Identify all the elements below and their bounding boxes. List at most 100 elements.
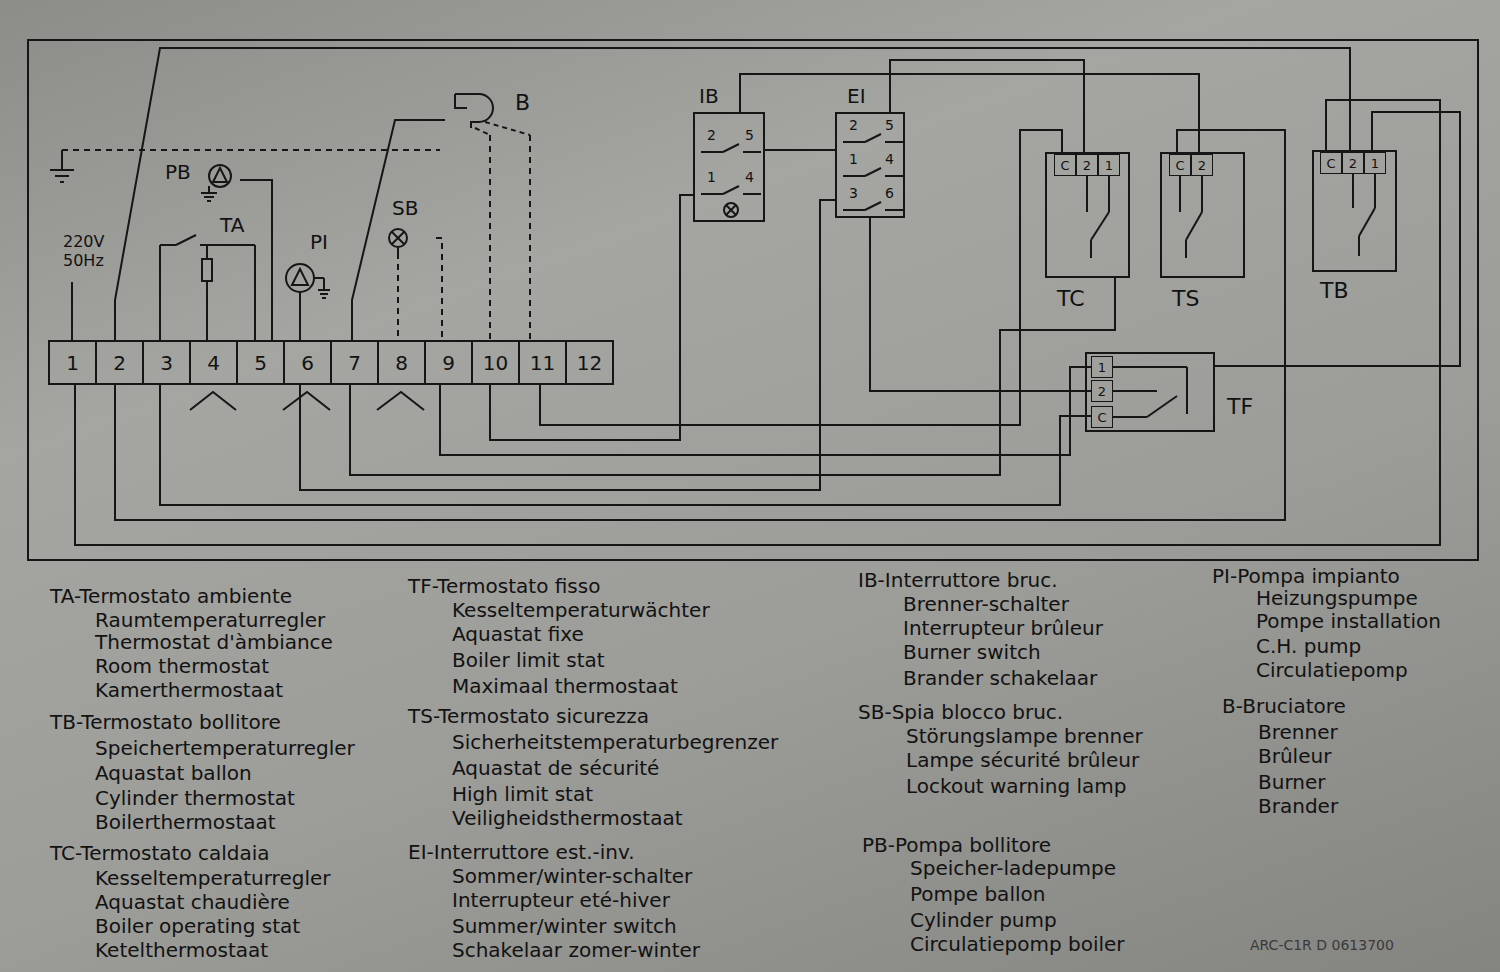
symbol-stroke	[1358, 236, 1360, 256]
terminal-number: 6	[301, 353, 314, 373]
terminal-cell: 6	[283, 340, 332, 385]
component-box: TCC21	[1045, 152, 1130, 278]
symbol-stroke	[206, 281, 208, 320]
symbol-stroke	[318, 289, 330, 291]
wire	[254, 320, 256, 340]
legend-text: Schakelaar zomer-winter	[452, 940, 700, 960]
legend-text: Maximaal thermostaat	[452, 676, 678, 696]
symbol-stroke	[865, 134, 881, 142]
wire	[75, 100, 1440, 545]
symbol-stroke	[701, 151, 723, 153]
wire	[206, 320, 208, 340]
terminal-number: 5	[254, 353, 267, 373]
terminal-pin: 1	[1364, 152, 1386, 174]
legend-text: Speichertemperaturregler	[95, 738, 355, 758]
component-label: EI	[847, 86, 866, 106]
symbol-stroke	[1086, 176, 1088, 212]
legend-text: Aquastat fixe	[452, 624, 584, 644]
symbol-stroke	[202, 259, 212, 281]
symbol-stroke	[726, 205, 736, 215]
legend-text: Cylinder pump	[910, 910, 1057, 930]
component-label: B	[515, 92, 530, 114]
terminal-number: 4	[207, 353, 220, 373]
symbol-stroke	[200, 244, 255, 246]
supply-label: 50Hz	[63, 253, 104, 269]
wire	[115, 48, 1350, 340]
symbol-stroke	[160, 244, 176, 246]
terminal-cell: 10	[471, 340, 520, 385]
terminal-number: 1	[66, 353, 79, 373]
symbol-stroke	[1090, 240, 1092, 258]
component-label: SB	[392, 198, 418, 218]
pin-number: 2	[707, 128, 716, 142]
symbol-stroke	[1186, 212, 1202, 240]
symbol-stroke	[392, 232, 404, 244]
symbol-stroke	[843, 175, 865, 177]
pin-number: 1	[849, 152, 858, 166]
pin-number: 3	[849, 186, 858, 200]
wire	[300, 200, 835, 490]
symbol-stroke	[885, 209, 903, 211]
symbol-stroke	[475, 128, 490, 135]
wire	[490, 195, 693, 440]
symbol-stroke	[885, 175, 903, 177]
legend-text: Burner switch	[903, 642, 1041, 662]
terminal-cell: 9	[424, 340, 473, 385]
legend-text: B-Bruciatore	[1222, 696, 1346, 716]
pin-number: 1	[1105, 159, 1113, 172]
symbol-stroke	[209, 165, 231, 187]
earth-symbol	[50, 150, 74, 182]
wire	[159, 320, 161, 340]
pin-number: C	[1175, 159, 1184, 172]
symbol-stroke	[724, 203, 738, 217]
pin-number: 2	[1098, 385, 1106, 398]
legend-text: Summer/winter switch	[452, 916, 677, 936]
dashed-wire	[436, 238, 442, 340]
symbol-stroke	[201, 192, 217, 194]
pin-number: C	[1097, 411, 1106, 424]
legend-text: C.H. pump	[1256, 636, 1361, 656]
terminal-number: 8	[395, 353, 408, 373]
symbol-stroke	[208, 186, 210, 193]
ground-wire	[62, 149, 440, 151]
pin-number: 2	[1349, 157, 1357, 170]
wire	[870, 218, 1091, 391]
symbol-stroke	[843, 209, 865, 211]
legend-text: Circulatiepomp	[1256, 660, 1408, 680]
pin-number: C	[1060, 159, 1069, 172]
legend-text: TC-Termostato caldaia	[50, 843, 270, 863]
symbol-stroke	[1352, 174, 1354, 208]
legend-text: Pompe installation	[1256, 611, 1441, 631]
component-label: IB	[699, 86, 719, 106]
terminal-number: 11	[530, 353, 555, 373]
plate-frame	[28, 40, 1478, 560]
legend-text: Boiler operating stat	[95, 916, 300, 936]
legend-text: Brenner	[1258, 722, 1338, 742]
dashed-wire	[397, 253, 399, 340]
wire	[240, 180, 272, 340]
pin-number: 2	[849, 118, 858, 132]
terminal-cell: 4	[189, 340, 238, 385]
legend-text: Aquastat de sécurité	[452, 758, 659, 778]
legend-text: Kesseltemperaturregler	[95, 868, 331, 888]
terminal-number: 3	[160, 353, 173, 373]
terminal-number: 7	[348, 353, 361, 373]
legend-text: Interrupteur eté-hiver	[452, 890, 670, 910]
legend-text: TA-Termostato ambiente	[50, 586, 292, 606]
symbol-stroke	[286, 264, 314, 292]
symbol-stroke	[323, 278, 325, 290]
terminal-pin: 1	[1098, 154, 1120, 176]
component-label: PB	[165, 162, 191, 182]
terminal-pin: 2	[1191, 154, 1213, 176]
symbol-drawing	[1047, 154, 1128, 276]
lamp-symbol: SB	[388, 198, 436, 253]
legend-text: Brûleur	[1258, 746, 1331, 766]
symbol-stroke	[1113, 416, 1147, 418]
symbol-stroke	[1108, 176, 1110, 212]
legend-text: SB-Spia blocco bruc.	[858, 702, 1063, 722]
symbol-stroke	[299, 292, 301, 310]
symbol-stroke	[1113, 390, 1157, 392]
wire	[350, 278, 1115, 475]
symbol-stroke	[206, 245, 208, 259]
